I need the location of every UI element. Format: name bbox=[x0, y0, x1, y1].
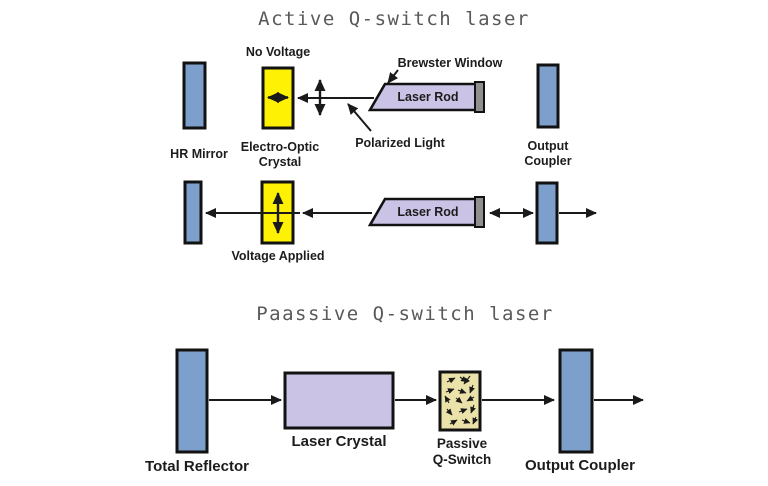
total-reflector-label: Total Reflector bbox=[145, 458, 249, 475]
qswitch-random-dipole-arrows bbox=[444, 375, 479, 426]
passive-qswitch-label: Passive Q-Switch bbox=[432, 436, 492, 468]
total-reflector-shape bbox=[175, 348, 209, 454]
active-section-title: Active Q-switch laser bbox=[258, 8, 530, 30]
laser-crystal-shape bbox=[283, 371, 395, 430]
laser-rod-label-row2: Laser Rod bbox=[397, 205, 459, 219]
electro-optic-crystal-label: Electro-Optic Crystal bbox=[240, 140, 320, 170]
brewster-window-pointer-arrow bbox=[387, 69, 399, 84]
polarized-light-label: Polarized Light bbox=[355, 136, 445, 150]
no-voltage-label: No Voltage bbox=[245, 45, 311, 59]
brewster-window-label: Brewster Window bbox=[397, 56, 503, 70]
laser-crystal-label: Laser Crystal bbox=[291, 433, 387, 450]
hr-mirror-label: HR Mirror bbox=[170, 147, 228, 161]
voltage-applied-label: Voltage Applied bbox=[231, 249, 325, 263]
laser-rod-label-row1: Laser Rod bbox=[397, 90, 459, 104]
output-coupler-shape-row1 bbox=[536, 63, 560, 129]
laser-rod-end-cap-row1 bbox=[474, 81, 485, 113]
output-coupler-label-passive: Output Coupler bbox=[525, 457, 635, 474]
polarized-light-pointer-arrow bbox=[347, 103, 372, 132]
passive-section-title: Paassive Q-switch laser bbox=[256, 303, 554, 325]
hr-mirror-shape-row2 bbox=[183, 180, 203, 245]
laser-rod-end-cap-row2 bbox=[474, 196, 485, 228]
hr-mirror-shape bbox=[182, 61, 207, 130]
output-coupler-shape-passive bbox=[558, 348, 594, 454]
output-coupler-shape-row2 bbox=[535, 181, 559, 245]
output-coupler-label-active: Output Coupler bbox=[524, 139, 572, 169]
